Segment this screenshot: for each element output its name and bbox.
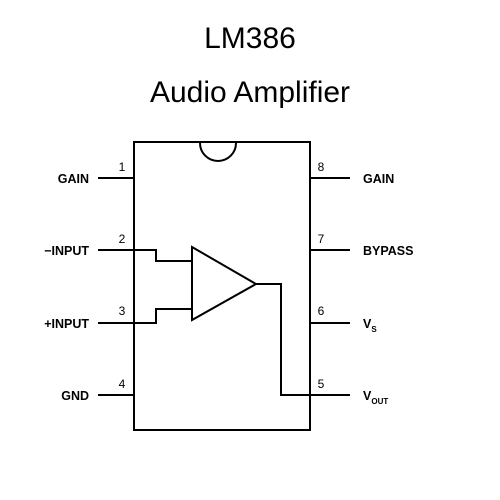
pin-6-label-subscript: S (371, 325, 377, 334)
pin-5-number: 5 (318, 377, 325, 391)
pin-3-label: +INPUT (44, 317, 89, 331)
pin-7-label: BYPASS (363, 244, 413, 258)
pin-6-label-main: V (363, 317, 372, 331)
pin-6-label: VS (363, 317, 377, 334)
pin-6-number: 6 (318, 304, 325, 318)
pin-4-number: 4 (119, 377, 126, 391)
inverting-input-wire (134, 249, 192, 262)
pin-5-label-subscript: OUT (371, 397, 388, 406)
pin-5-label-main: V (363, 389, 372, 403)
output-wire (256, 283, 310, 396)
noninverting-input-wire (134, 308, 192, 324)
pin-8-label: GAIN (363, 172, 394, 186)
pin-5-label: VOUT (363, 389, 388, 406)
pin-4-label: GND (61, 389, 89, 403)
chip-body (133, 141, 311, 431)
pin-3-number: 3 (119, 304, 126, 318)
pin-2-number: 2 (119, 232, 126, 246)
pin-1-label: GAIN (58, 172, 89, 186)
pin-2-label: −INPUT (44, 244, 89, 258)
pin-1-number: 1 (119, 160, 126, 174)
pin-8-number: 8 (318, 160, 325, 174)
amplifier-triangle (191, 245, 259, 322)
pin-7-number: 7 (318, 232, 325, 246)
chip-title: LM386 (204, 22, 296, 55)
chip-notch (199, 142, 237, 162)
chip-subtitle: Audio Amplifier (149, 76, 351, 109)
